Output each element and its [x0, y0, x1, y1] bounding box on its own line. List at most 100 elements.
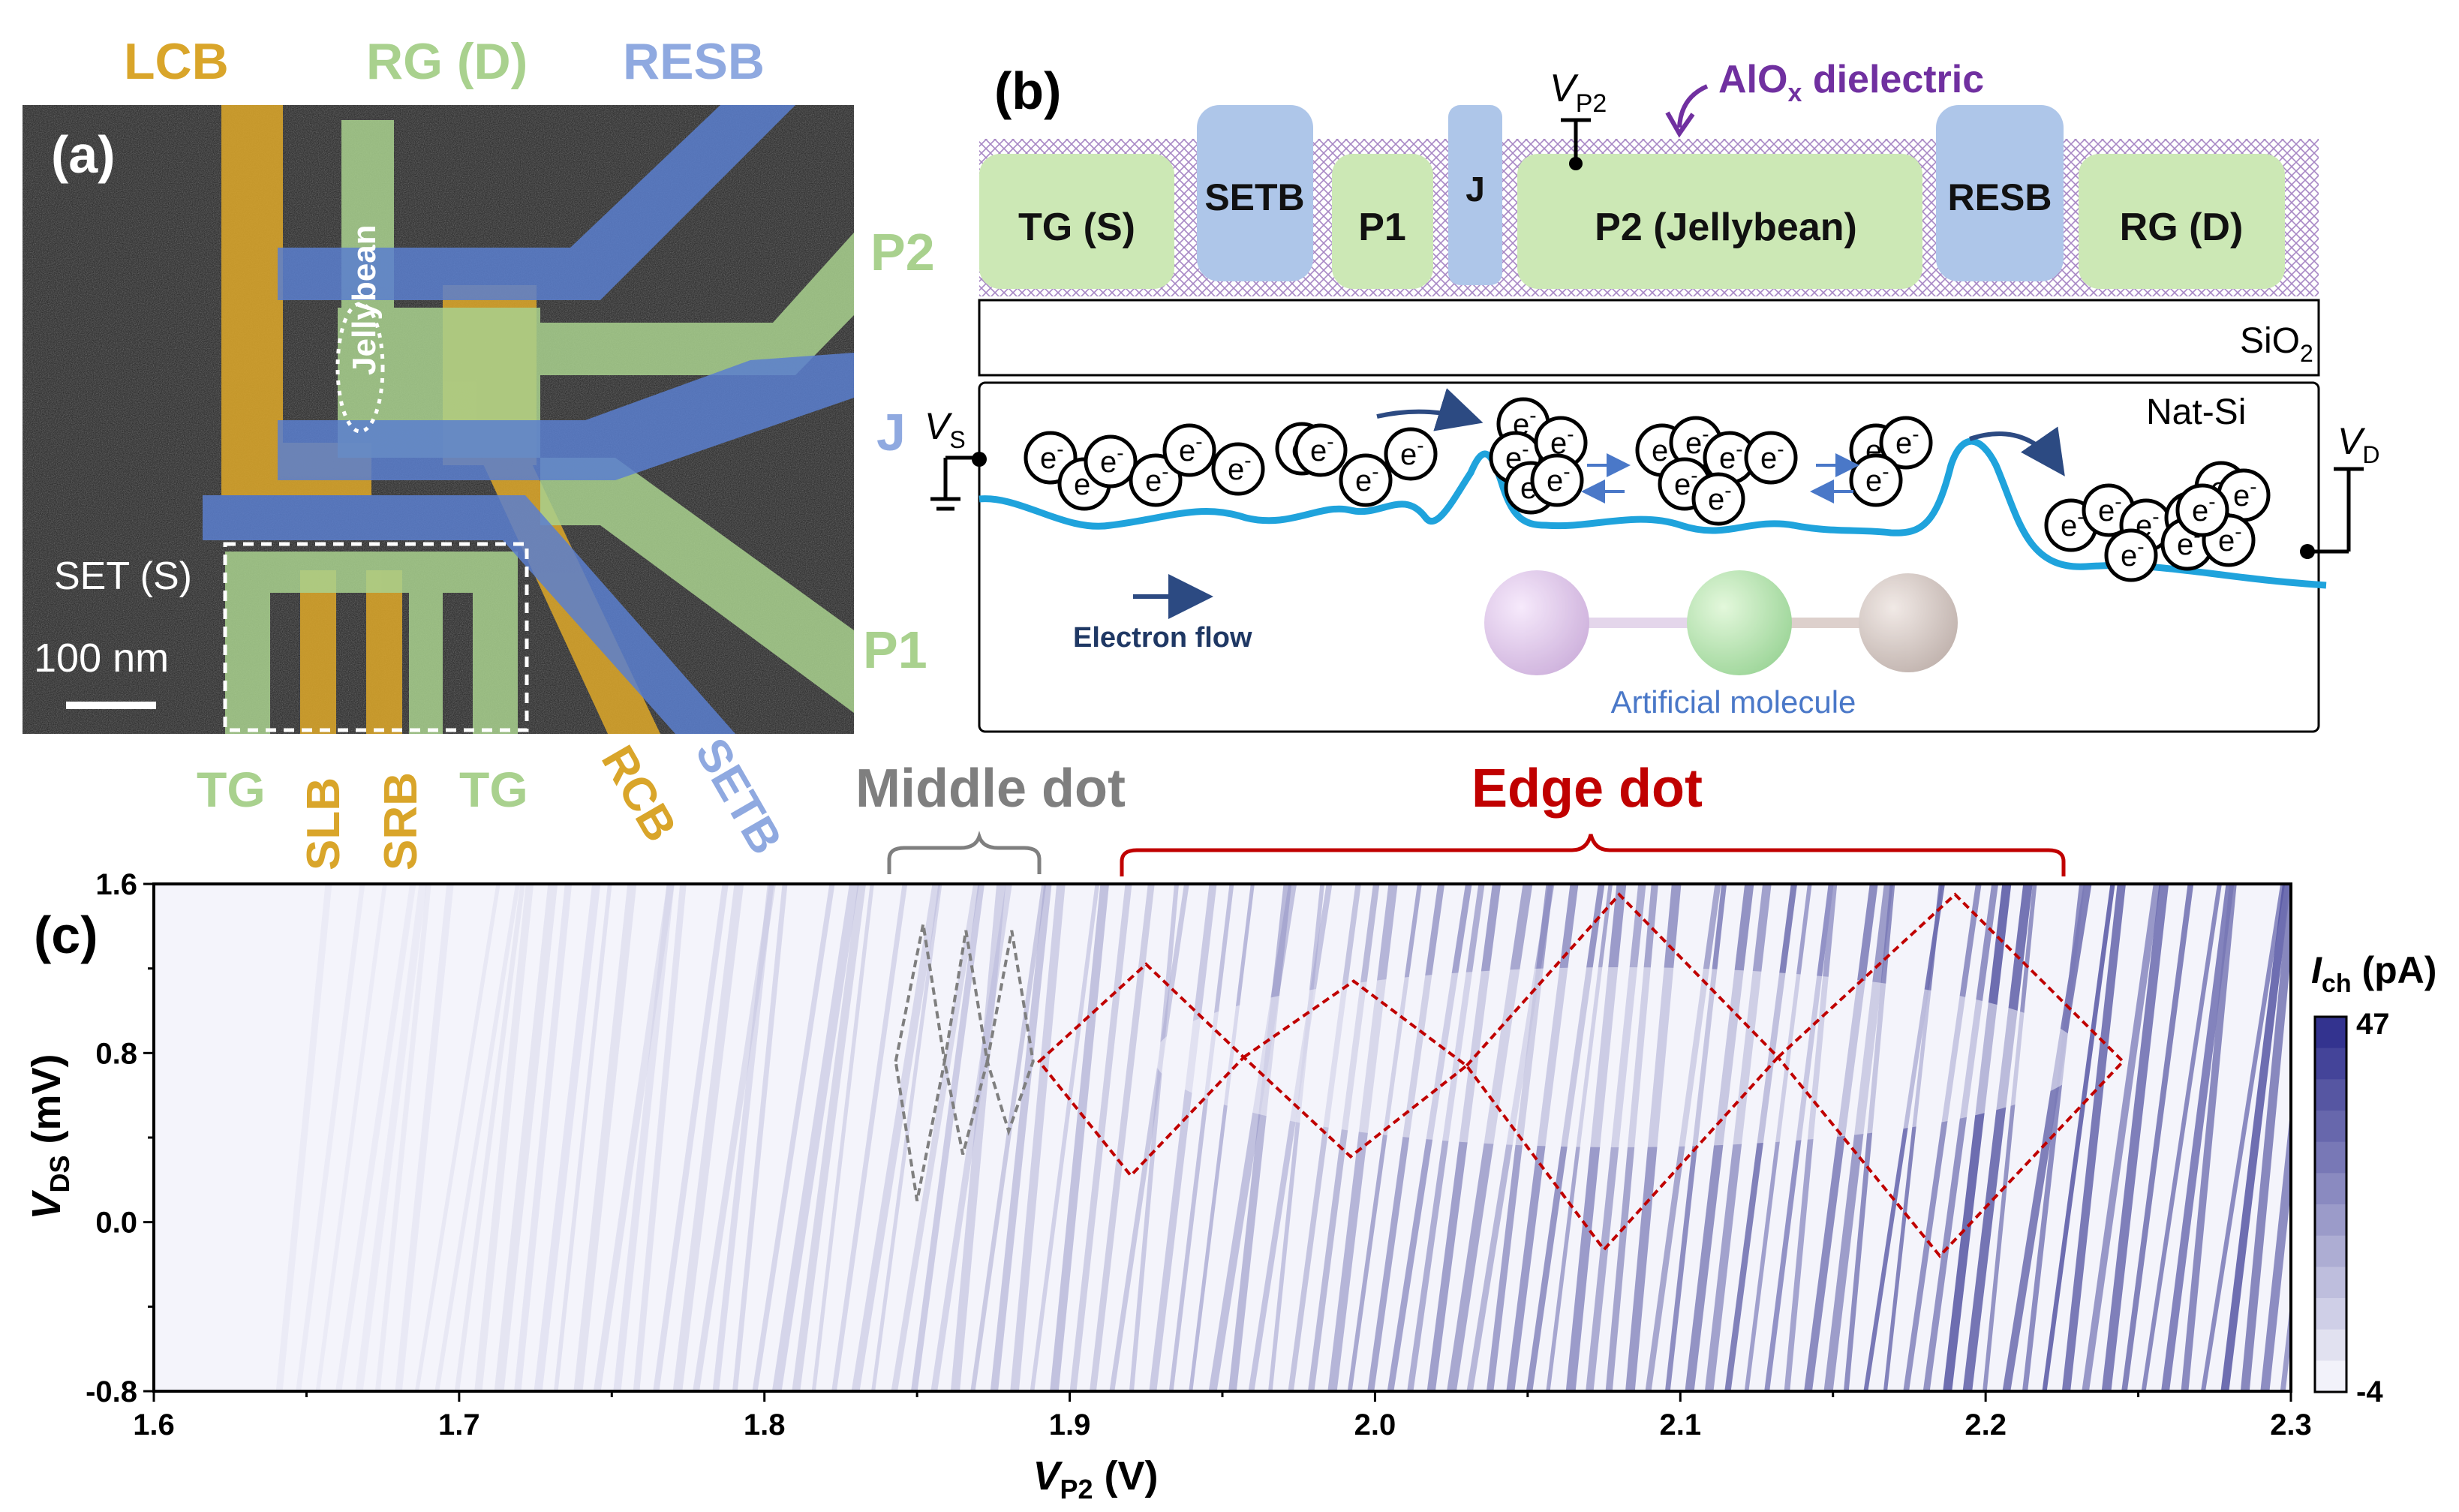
colorbar-step [2315, 1141, 2346, 1174]
heatmap-streak [2240, 884, 2291, 1391]
electrons: e-e-e-e-e-e-e-e-e-e-e-e-e-e-e-e-e-e-e-e-… [1024, 397, 2271, 582]
coulomb-diamonds [894, 892, 2126, 1258]
heatmap-streak [693, 884, 776, 1391]
electron-symbol: e- [1355, 460, 1379, 497]
electron-symbol: e- [1100, 441, 1124, 479]
electron [1691, 472, 1745, 526]
electron [1339, 453, 1393, 507]
heatmap-streak [553, 884, 612, 1391]
colorbar-step [2315, 1048, 2346, 1081]
heatmap-streak [1149, 884, 1217, 1391]
label-resb: RESB [623, 33, 765, 90]
set-box [223, 542, 529, 732]
heatmap-streak [732, 884, 788, 1391]
heatmap-streak [2061, 884, 2126, 1391]
label-lcb: LCB [124, 33, 229, 90]
label-tg-right: TG [459, 762, 528, 817]
sio2-label: SiO2 [2240, 321, 2313, 367]
electron-symbol: e- [1719, 437, 1743, 475]
heatmap-streak [2200, 884, 2286, 1391]
heatmap-streak [315, 884, 387, 1391]
heatmap-streak [593, 884, 675, 1391]
heatmap-streak [2082, 884, 2161, 1391]
colorbar-step [2315, 1235, 2346, 1268]
electron-symbol: e- [1310, 430, 1334, 467]
middle-dot-brace [887, 831, 1042, 874]
electron [1384, 427, 1438, 481]
gate-tg-s [979, 154, 1174, 289]
electron [1744, 431, 1798, 485]
heatmap-streak [633, 884, 687, 1391]
panel-a-label: (a) [51, 125, 116, 184]
heatmap-streak [474, 884, 534, 1391]
colorbar [2315, 1017, 2346, 1393]
gate-p1 [1332, 154, 1433, 289]
heatmap-streak [355, 884, 427, 1391]
electron-symbol: e- [1040, 437, 1064, 475]
heatmap-streak [950, 884, 1006, 1391]
x-tick-label: 1.9 [1049, 1408, 1091, 1441]
electron [2104, 528, 2158, 582]
heatmap-streak [2121, 884, 2194, 1391]
colorbar-step [2315, 1079, 2346, 1111]
heatmap-streak [1983, 884, 2037, 1391]
label-setb: SETB [685, 730, 792, 864]
heatmap-streak [831, 884, 908, 1391]
colorbar-step [2315, 1329, 2346, 1362]
label-p1: P1 [863, 621, 927, 679]
jellybean-label: Jellybean [346, 224, 383, 375]
label-slb: SLB [298, 777, 350, 870]
heatmap-streak [454, 884, 525, 1391]
artificial-molecule [1484, 570, 1958, 675]
panel-b-label: (b) [994, 62, 1061, 120]
vp2-label: VP2 [1550, 67, 1607, 118]
electron-symbol: e- [2233, 475, 2257, 513]
colorbar-step [2315, 1173, 2346, 1205]
electron-flow-label: Electron flow [1073, 622, 1252, 654]
colorbar-step [2315, 1267, 2346, 1299]
electron-symbol: e- [1708, 479, 1732, 516]
electron-symbol: e- [2192, 490, 2216, 528]
gate-p1-label: P1 [1358, 206, 1406, 249]
heatmap-streak [434, 884, 521, 1391]
gate-resb [1936, 105, 2064, 281]
gate-setb [1197, 105, 1313, 281]
edge-dot-diamond [1775, 892, 2126, 1258]
gate-rg-d-label: RG (D) [2120, 206, 2244, 249]
heatmap-streak [573, 884, 637, 1391]
edge-dot-brace [1120, 834, 2066, 876]
label-srb: SRB [375, 772, 427, 870]
heatmap-streak [1090, 884, 1155, 1391]
x-tick-label: 2.1 [1659, 1408, 1701, 1441]
heatmap [275, 884, 2291, 1391]
heatmap-streak [1129, 884, 1180, 1391]
gate-tg-s-label: TG (S) [1018, 206, 1135, 249]
y-tick-label: 0.0 [95, 1207, 137, 1240]
heatmap-streak [811, 884, 874, 1391]
heatmap-streak [851, 884, 941, 1391]
heatmap-streak [2141, 884, 2222, 1391]
heatmap-streak [296, 884, 365, 1391]
electron-symbol: e- [2061, 505, 2085, 543]
blue-gates [203, 105, 854, 734]
vd-label: VD [2337, 420, 2379, 468]
middle-dot-label: Middle dot [855, 759, 1126, 819]
panel-c-label: (c) [34, 906, 98, 964]
electron-symbol: e- [1400, 434, 1424, 471]
heatmap-streak [771, 884, 859, 1391]
colorbar-step [2315, 1360, 2346, 1393]
heatmap-streak [494, 884, 558, 1391]
heatmap-streak [395, 884, 454, 1391]
scale-bar-label: 100 nm [34, 636, 169, 681]
y-axis-title: VDS (mV) [24, 1054, 75, 1219]
electron-symbol: e- [2121, 535, 2145, 573]
heatmap-streak [414, 884, 501, 1391]
colorbar-step [2315, 1111, 2346, 1143]
heatmap-streak [2042, 884, 2115, 1391]
heatmap-streak [792, 884, 867, 1391]
sio2-layer [978, 299, 2320, 377]
dielectric-label: AlOx dielectric [1718, 58, 1984, 107]
heatmap-streak [2280, 1297, 2291, 1391]
